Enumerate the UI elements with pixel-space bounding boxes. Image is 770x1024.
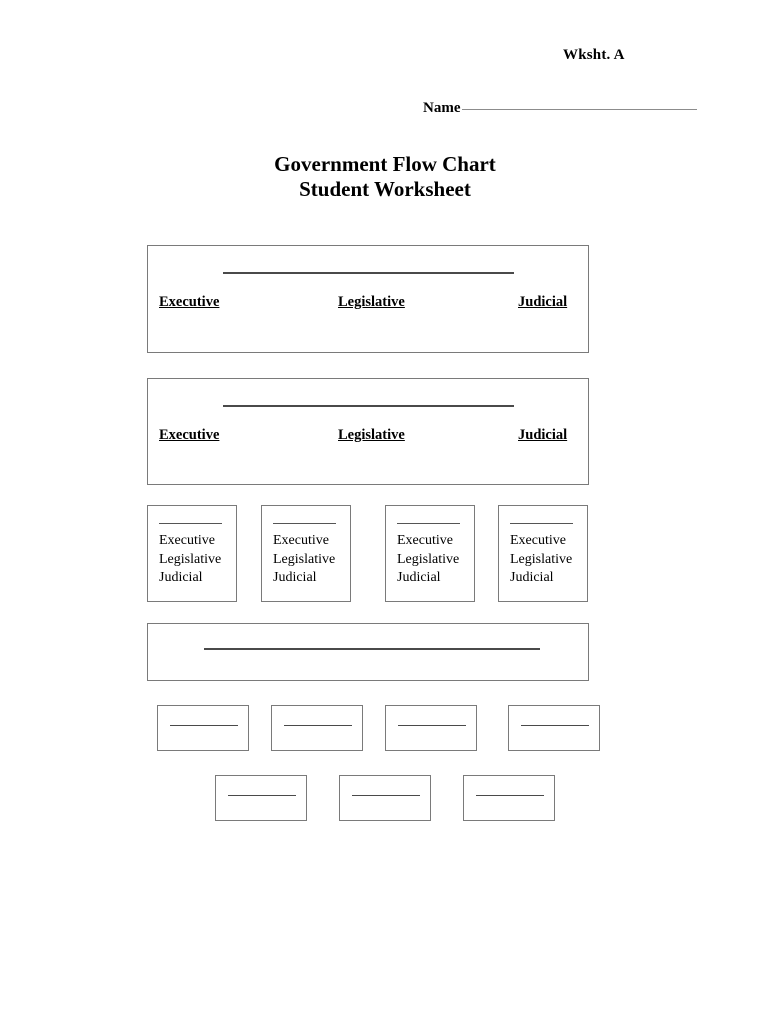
branch-label-group: Executive Legislative Judicial	[148, 294, 588, 316]
triad-label-list: Executive Legislative Judicial	[510, 532, 572, 588]
name-field-row: Name	[423, 100, 697, 117]
blank-box	[385, 705, 477, 751]
branch-label-legislative: Legislative	[338, 294, 405, 310]
wide-blank-line[interactable]	[204, 648, 540, 650]
blank-box-line[interactable]	[521, 725, 589, 726]
name-label: Name	[423, 100, 461, 116]
worksheet-label: Wksht. A	[563, 47, 625, 63]
triad-blank-line[interactable]	[273, 523, 336, 524]
branch-label-executive: Executive	[159, 427, 220, 443]
triad-label-judicial: Judicial	[273, 570, 317, 585]
triad-box: Executive Legislative Judicial	[385, 505, 475, 602]
triad-label-judicial: Judicial	[397, 570, 441, 585]
blank-box-line[interactable]	[284, 725, 352, 726]
blank-box-line[interactable]	[476, 795, 544, 796]
branch-label-executive: Executive	[159, 294, 220, 310]
blank-box-line[interactable]	[170, 725, 238, 726]
triad-label-executive: Executive	[510, 533, 566, 548]
branch-label-legislative: Legislative	[338, 427, 405, 443]
blank-box	[339, 775, 431, 821]
triad-label-judicial: Judicial	[159, 570, 203, 585]
blank-box-line[interactable]	[228, 795, 296, 796]
branch-box-blank-line[interactable]	[223, 405, 514, 407]
blank-box	[271, 705, 363, 751]
page-title-line-2: Student Worksheet	[299, 177, 471, 201]
triad-label-list: Executive Legislative Judicial	[273, 532, 335, 588]
triad-box: Executive Legislative Judicial	[261, 505, 351, 602]
blank-box	[215, 775, 307, 821]
triad-label-executive: Executive	[159, 533, 215, 548]
triad-label-judicial: Judicial	[510, 570, 554, 585]
name-blank-line[interactable]	[461, 109, 697, 110]
blank-box-line[interactable]	[398, 725, 466, 726]
branch-box-top: Executive Legislative Judicial	[147, 245, 589, 353]
triad-label-list: Executive Legislative Judicial	[397, 532, 459, 588]
page-title-line-1: Government Flow Chart	[274, 152, 496, 176]
blank-box	[157, 705, 249, 751]
branch-label-group: Executive Legislative Judicial	[148, 427, 588, 449]
branch-box-second: Executive Legislative Judicial	[147, 378, 589, 485]
triad-label-list: Executive Legislative Judicial	[159, 532, 221, 588]
triad-box: Executive Legislative Judicial	[147, 505, 237, 602]
triad-label-legislative: Legislative	[510, 551, 573, 567]
triad-blank-line[interactable]	[510, 523, 573, 524]
branch-label-judicial: Judicial	[518, 294, 568, 310]
triad-label-executive: Executive	[273, 533, 329, 548]
triad-label-legislative: Legislative	[397, 551, 460, 567]
triad-label-legislative: Legislative	[159, 551, 222, 567]
triad-label-executive: Executive	[397, 533, 453, 548]
blank-box-line[interactable]	[352, 795, 420, 796]
triad-box: Executive Legislative Judicial	[498, 505, 588, 602]
triad-blank-line[interactable]	[159, 523, 222, 524]
triad-blank-line[interactable]	[397, 523, 460, 524]
triad-label-legislative: Legislative	[273, 551, 336, 567]
blank-box	[508, 705, 600, 751]
branch-label-judicial: Judicial	[518, 427, 568, 443]
blank-box	[463, 775, 555, 821]
wide-blank-box	[147, 623, 589, 681]
branch-box-blank-line[interactable]	[223, 272, 514, 274]
page-title: Government Flow Chart Student Worksheet	[0, 152, 770, 202]
